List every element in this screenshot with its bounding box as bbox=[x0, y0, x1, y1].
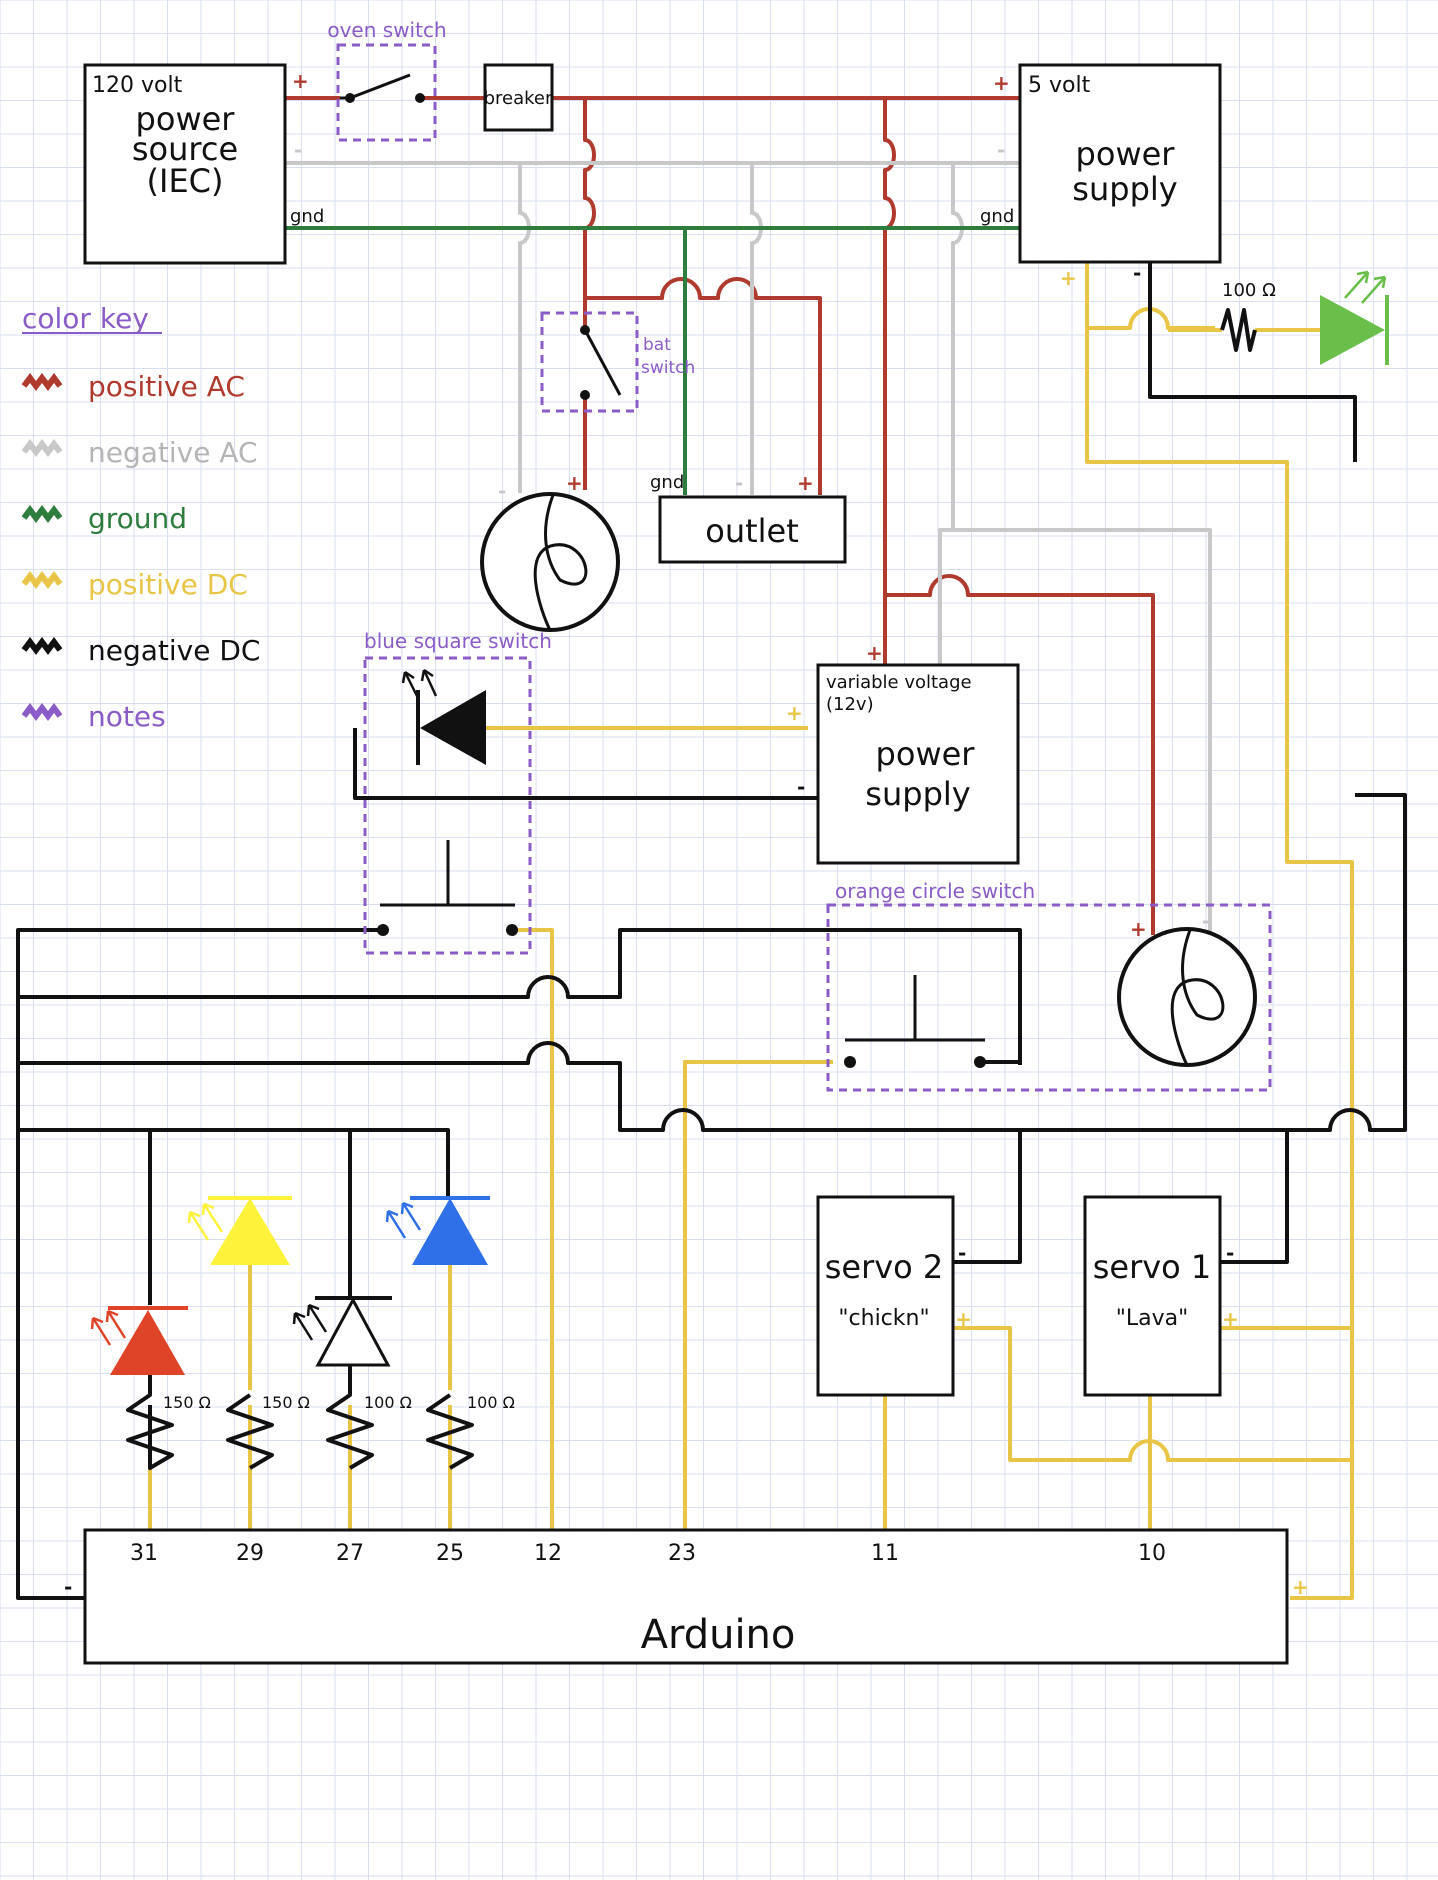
resistor-values: 100 Ω 150 Ω 150 Ω 100 Ω 100 Ω bbox=[163, 280, 1276, 1412]
svg-text:+: + bbox=[955, 1307, 972, 1331]
ground-wires bbox=[285, 226, 1020, 495]
legend-label: notes bbox=[88, 700, 166, 733]
motor-top: + - bbox=[480, 471, 620, 632]
resistors bbox=[126, 308, 1257, 1470]
svg-text:-: - bbox=[958, 1241, 966, 1265]
svg-text:source: source bbox=[132, 130, 238, 168]
svg-text:+: + bbox=[866, 641, 883, 665]
svg-text:-: - bbox=[498, 479, 506, 503]
svg-text:switch: switch bbox=[641, 358, 695, 378]
legend-swatch bbox=[21, 373, 63, 391]
svg-text:-: - bbox=[1133, 261, 1141, 285]
svg-text:(IEC): (IEC) bbox=[147, 162, 224, 200]
svg-text:gnd: gnd bbox=[290, 206, 324, 227]
legend-label: negative AC bbox=[88, 436, 258, 469]
svg-text:(12v): (12v) bbox=[826, 694, 874, 715]
svg-text:orange circle switch: orange circle switch bbox=[835, 879, 1035, 903]
legend-swatch bbox=[21, 505, 63, 523]
svg-text:+: + bbox=[292, 69, 309, 93]
svg-text:-: - bbox=[735, 471, 743, 495]
svg-text:servo 1: servo 1 bbox=[1093, 1248, 1212, 1286]
svg-text:Arduino: Arduino bbox=[641, 1612, 796, 1658]
blue-square-switch: blue square switch bbox=[363, 629, 552, 955]
svg-text:120 volt: 120 volt bbox=[92, 73, 183, 98]
color-key-legend: color key positive AC negative AC ground po… bbox=[21, 302, 260, 733]
pin-label-10: 10 bbox=[1138, 1541, 1166, 1566]
svg-text:variable voltage: variable voltage bbox=[826, 672, 972, 693]
svg-text:blue square switch: blue square switch bbox=[364, 629, 552, 653]
svg-text:power: power bbox=[876, 735, 976, 773]
pin-label-29: 29 bbox=[236, 1541, 264, 1566]
svg-text:-: - bbox=[64, 1575, 72, 1599]
svg-text:gnd: gnd bbox=[980, 206, 1014, 227]
svg-text:+: + bbox=[1292, 1575, 1309, 1599]
legend-label: positive DC bbox=[88, 568, 248, 601]
servo-1: servo 1 "Lava" - + bbox=[1083, 1195, 1239, 1397]
svg-text:-: - bbox=[797, 775, 805, 799]
svg-text:-: - bbox=[997, 138, 1005, 162]
svg-text:supply: supply bbox=[865, 775, 970, 813]
svg-text:"Lava": "Lava" bbox=[1116, 1306, 1188, 1331]
svg-text:+: + bbox=[566, 471, 583, 495]
svg-text:+: + bbox=[1130, 917, 1147, 941]
svg-text:color key: color key bbox=[22, 302, 149, 335]
svg-text:150 Ω: 150 Ω bbox=[262, 1393, 310, 1412]
pin-label-23: 23 bbox=[668, 1541, 696, 1566]
svg-text:-: - bbox=[1226, 1241, 1234, 1265]
variable-voltage-power-supply: variable voltage (12v) power supply + + … bbox=[786, 641, 1020, 865]
legend-label: positive AC bbox=[88, 370, 245, 403]
legend-swatch bbox=[21, 571, 63, 589]
power-supply-5v: 5 volt power supply + - gnd + - bbox=[980, 63, 1222, 290]
svg-text:supply: supply bbox=[1072, 170, 1177, 208]
green-led bbox=[1168, 270, 1389, 365]
led-yellow bbox=[187, 1196, 292, 1265]
legend-label: negative DC bbox=[88, 634, 260, 667]
led-blue bbox=[385, 1196, 490, 1265]
svg-text:5 volt: 5 volt bbox=[1028, 73, 1091, 98]
svg-text:+: + bbox=[1222, 1307, 1239, 1331]
svg-text:"chickn": "chickn" bbox=[838, 1306, 929, 1331]
led-red bbox=[90, 1306, 188, 1375]
pin-label-12: 12 bbox=[534, 1541, 562, 1566]
servo-2: servo 2 "chickn" - + bbox=[816, 1195, 972, 1397]
orange-circle-switch: orange circle switch bbox=[826, 879, 1272, 1092]
svg-text:power: power bbox=[1076, 135, 1176, 173]
svg-text:+: + bbox=[1060, 266, 1077, 290]
power-source-iec: 120 volt power source (IEC) + - gnd bbox=[83, 63, 324, 265]
legend-swatch bbox=[21, 637, 63, 655]
svg-text:servo 2: servo 2 bbox=[825, 1248, 944, 1286]
svg-text:gnd: gnd bbox=[650, 472, 684, 493]
svg-text:+: + bbox=[993, 71, 1010, 95]
svg-text:-: - bbox=[1202, 909, 1210, 933]
svg-text:power: power bbox=[136, 100, 236, 138]
svg-text:bat: bat bbox=[643, 335, 671, 355]
svg-text:+: + bbox=[786, 701, 803, 725]
pin-label-31: 31 bbox=[130, 1541, 158, 1566]
svg-text:+: + bbox=[797, 471, 814, 495]
svg-text:150 Ω: 150 Ω bbox=[163, 1393, 211, 1412]
motor-right: + - bbox=[1117, 909, 1257, 1067]
svg-text:-: - bbox=[294, 138, 302, 162]
legend-label: ground bbox=[88, 502, 187, 535]
pin-label-25: 25 bbox=[436, 1541, 464, 1566]
arduino: Arduino - + 31 29 27 25 12 23 11 10 bbox=[64, 1528, 1309, 1665]
svg-text:100 Ω: 100 Ω bbox=[467, 1393, 515, 1412]
svg-text:100 Ω: 100 Ω bbox=[1222, 280, 1276, 301]
outlet: outlet gnd - + bbox=[650, 471, 847, 564]
oven-switch: oven switch bbox=[327, 18, 447, 142]
pin-label-11: 11 bbox=[871, 1541, 899, 1566]
arduino-pin-labels: 31 29 27 25 12 23 11 10 bbox=[130, 1541, 1166, 1566]
svg-text:100 Ω: 100 Ω bbox=[364, 1393, 412, 1412]
led-white bbox=[292, 1296, 392, 1367]
svg-text:breaker: breaker bbox=[484, 88, 553, 109]
bat-switch: bat switch bbox=[540, 311, 695, 413]
legend-swatch bbox=[21, 439, 63, 457]
svg-text:oven switch: oven switch bbox=[327, 18, 446, 42]
legend-swatch bbox=[21, 703, 63, 721]
breaker: breaker bbox=[483, 63, 554, 132]
pin-label-27: 27 bbox=[336, 1541, 364, 1566]
negative-dc-wires bbox=[16, 262, 1407, 1600]
svg-text:outlet: outlet bbox=[705, 512, 799, 550]
